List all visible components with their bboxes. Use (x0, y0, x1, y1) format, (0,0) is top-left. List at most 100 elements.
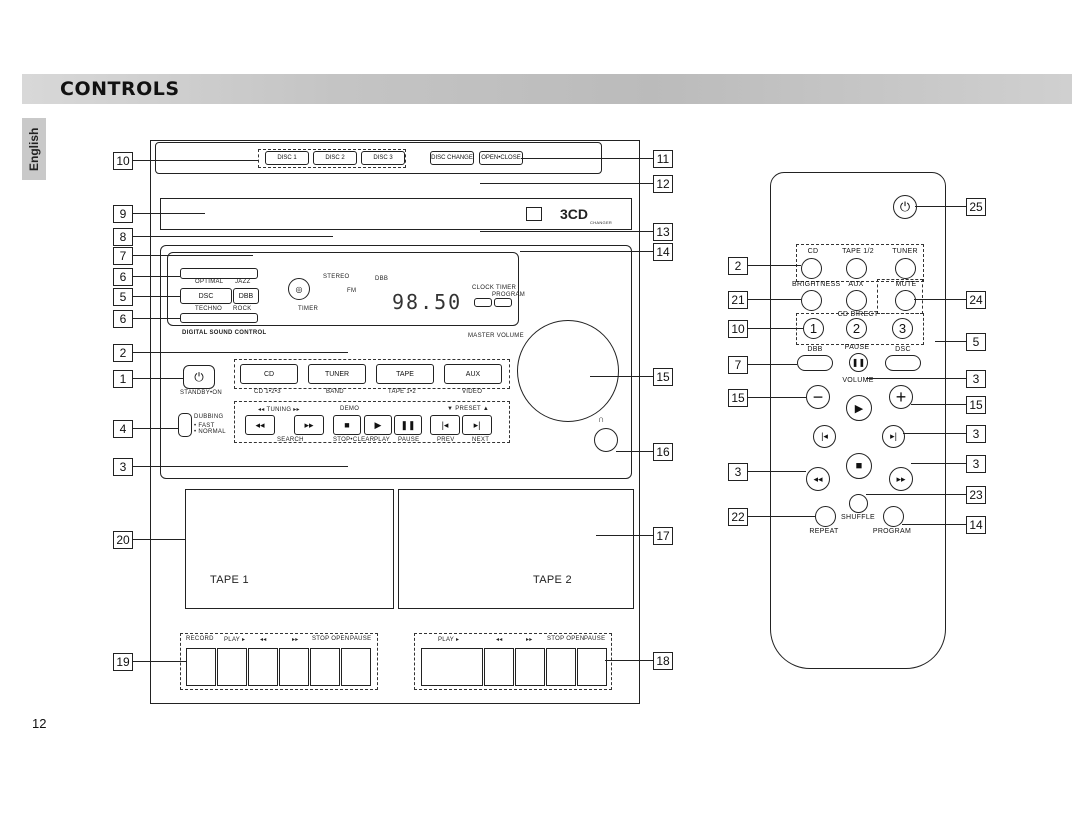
dubbing-options: • FAST • NORMAL (194, 423, 226, 435)
master-volume-knob[interactable] (517, 320, 619, 422)
callout-remote-23: 23 (966, 486, 986, 504)
dubbing-label: DUBBING (194, 414, 224, 420)
deck-1-ffwd-key[interactable] (279, 648, 309, 686)
callout-leader (521, 158, 653, 159)
callout-leader (914, 299, 966, 300)
prev-button[interactable]: |◂ (430, 415, 460, 435)
dbb-button[interactable]: DBB (233, 288, 259, 304)
deck-2-stop-key[interactable] (546, 648, 576, 686)
page-title: CONTROLS (60, 78, 180, 100)
remote-program-button[interactable] (883, 506, 904, 527)
stop-clear-button[interactable]: ■ (333, 415, 361, 435)
deck-1-record-label: RECORD (186, 636, 214, 642)
search-forward-button[interactable]: ▸▸ (294, 415, 324, 435)
remote-dbb-button[interactable] (797, 355, 833, 371)
remote-next-button[interactable]: ▸| (882, 425, 905, 448)
remote-volume-up-button[interactable]: + (889, 385, 913, 409)
aux-source-button[interactable]: AUX (444, 364, 502, 384)
deck-1-pause-key[interactable] (341, 648, 371, 686)
callout-leader (133, 661, 186, 662)
remote-mute-button[interactable] (895, 290, 916, 311)
remote-pause-button[interactable]: ❚❚ (849, 353, 868, 372)
tape-source-button[interactable]: TAPE (376, 364, 434, 384)
page-number: 12 (32, 716, 47, 731)
remote-stop-button[interactable]: ■ (846, 453, 872, 479)
callout-left-9: 9 (113, 205, 133, 223)
deck-2-ffwd-label: ▸▸ (526, 637, 533, 643)
remote-repeat-button[interactable] (815, 506, 836, 527)
callout-leader (748, 397, 806, 398)
deck-2-play-key[interactable] (421, 648, 483, 686)
disc-1-button[interactable]: DISC 1 (265, 151, 309, 165)
remote-tuner-button[interactable] (895, 258, 916, 279)
pause-button[interactable]: ❚❚ (394, 415, 422, 435)
callout-unit-18: 18 (653, 652, 673, 670)
demo-label: DEMO (340, 406, 360, 412)
remote-rewind-button[interactable]: ◂◂ (806, 467, 830, 491)
disc-3-button[interactable]: DISC 3 (361, 151, 405, 165)
remote-tape-button[interactable] (846, 258, 867, 279)
standby-on-label: STANDBY•ON (180, 390, 222, 396)
disc-display-icon: ◎ (288, 278, 310, 300)
remote-dsc-button[interactable] (885, 355, 921, 371)
callout-remote-24: 24 (966, 291, 986, 309)
play-button[interactable]: ▶ (364, 415, 392, 435)
next-button[interactable]: ▸| (462, 415, 492, 435)
deck-1-rewind-key[interactable] (248, 648, 278, 686)
remote-play-button[interactable]: ▶ (846, 395, 872, 421)
disc-2-button[interactable]: DISC 2 (313, 151, 357, 165)
remote-cd-2-button[interactable]: 2 (846, 318, 867, 339)
deck-2-pause-key[interactable] (577, 648, 607, 686)
remote-volume-down-button[interactable]: − (806, 385, 830, 409)
tape-source-sublabel: TAPE 1•2 (388, 389, 417, 395)
preset-label: ▼ PRESET ▲ (447, 406, 490, 412)
callout-left-7: 7 (113, 247, 133, 265)
remote-cd-button[interactable] (801, 258, 822, 279)
remote-cd-1-button[interactable]: 1 (803, 318, 824, 339)
dsc-button[interactable]: DSC (180, 288, 232, 304)
program-button[interactable] (494, 298, 512, 307)
remote-tuner-label: TUNER (892, 248, 918, 255)
callout-left-20: 20 (113, 531, 133, 549)
callout-unit-13: 13 (653, 223, 673, 241)
open-close-button[interactable]: OPEN•CLOSE (479, 151, 523, 165)
remote-cd-3-button[interactable]: 3 (892, 318, 913, 339)
remote-power-button[interactable]: ⏻ (893, 195, 917, 219)
deck-1-play-key[interactable] (217, 648, 247, 686)
tuner-source-button[interactable]: TUNER (308, 364, 366, 384)
callout-leader (133, 466, 348, 467)
tuning-label: ◂◂ TUNING ▸▸ (258, 407, 300, 413)
disc-change-button[interactable]: DISC CHANGE (430, 151, 474, 165)
deck-1-record-key[interactable] (186, 648, 216, 686)
search-back-button[interactable]: ◂◂ (245, 415, 275, 435)
remote-shuffle-label: SHUFFLE (841, 514, 875, 521)
remote-brightness-button[interactable] (801, 290, 822, 311)
dubbing-switch[interactable] (178, 413, 192, 437)
cd-source-button[interactable]: CD (240, 364, 298, 384)
standby-on-button[interactable]: ⏻ (183, 365, 215, 389)
clock-timer-button[interactable] (474, 298, 492, 307)
remote-prev-button[interactable]: |◂ (813, 425, 836, 448)
callout-leader (748, 328, 803, 329)
optimal-jazz-button[interactable] (180, 268, 258, 279)
header-banner (22, 74, 1072, 104)
transport-group (234, 401, 510, 443)
source-buttons-group (234, 359, 510, 389)
remote-ffwd-button[interactable]: ▸▸ (889, 467, 913, 491)
callout-leader (915, 206, 966, 207)
callout-left-8: 8 (113, 228, 133, 246)
deck-2-ffwd-key[interactable] (515, 648, 545, 686)
callout-leader (133, 160, 258, 161)
deck-2-rewind-key[interactable] (484, 648, 514, 686)
search-label: SEARCH (277, 437, 304, 443)
deck-1-stop-key[interactable] (310, 648, 340, 686)
pause-label: PAUSE (398, 437, 420, 443)
callout-leader (866, 494, 966, 495)
remote-shuffle-button[interactable] (849, 494, 868, 513)
remote-aux-button[interactable] (846, 290, 867, 311)
deck-2-play-label: PLAY ▸ (438, 637, 460, 643)
callout-unit-15: 15 (653, 368, 673, 386)
cd-tray (160, 198, 632, 230)
headphones-jack[interactable] (594, 428, 618, 452)
techno-rock-button[interactable] (180, 313, 258, 323)
